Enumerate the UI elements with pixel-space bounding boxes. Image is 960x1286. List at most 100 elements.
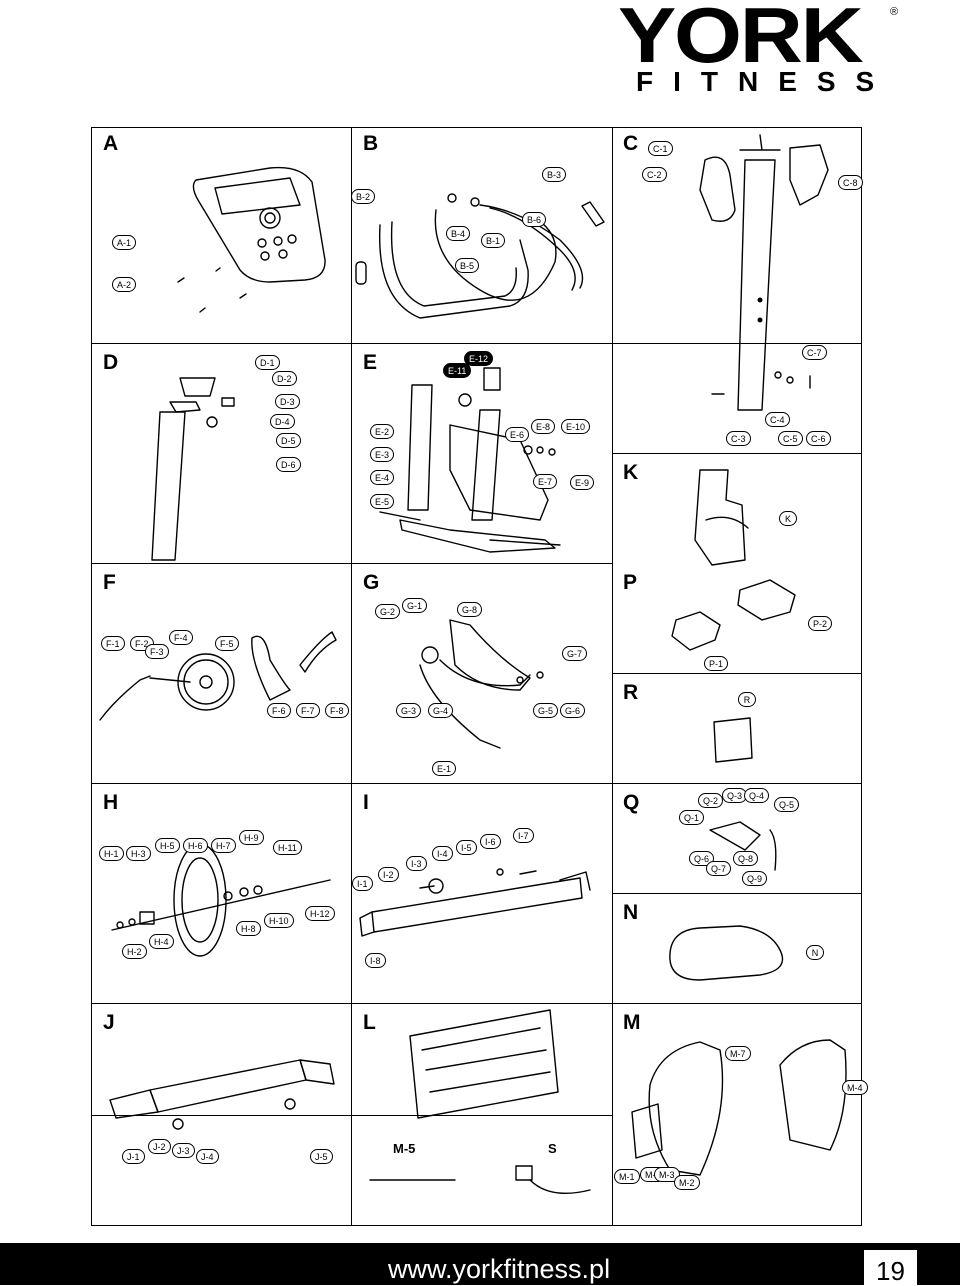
grid-divider	[91, 783, 862, 784]
section-label-d: D	[103, 351, 119, 374]
section-label-c: C	[623, 132, 639, 155]
main-frame-drawing	[379, 367, 561, 553]
grid-divider	[612, 453, 862, 454]
flywheel-drawing	[111, 843, 331, 957]
part-label: Q-2	[698, 793, 724, 808]
logo-fitness-text: FITNESS	[636, 66, 895, 97]
section-label-f: F	[103, 571, 116, 594]
part-label: E-5	[370, 494, 395, 509]
part-label: B-1	[481, 233, 506, 248]
part-label: J-4	[196, 1149, 219, 1164]
part-label: P-1	[704, 656, 729, 671]
part-label: I-8	[365, 953, 386, 968]
part-label: G-1	[402, 598, 428, 613]
part-label: G-7	[562, 646, 588, 661]
part-label: F-1	[101, 636, 125, 651]
part-label: G-3	[396, 703, 422, 718]
part-label: E-3	[370, 447, 395, 462]
section-label-p: P	[623, 571, 638, 594]
part-label: E-7	[533, 474, 558, 489]
part-label: J-2	[148, 1139, 171, 1154]
cable-adapter-drawing	[369, 1165, 591, 1195]
part-label: F-4	[169, 630, 193, 645]
seat-post-drawing	[151, 377, 235, 561]
part-label: E-8	[531, 419, 556, 434]
part-label: H-6	[183, 838, 208, 853]
part-label: I-3	[406, 856, 427, 871]
part-label: Q-9	[742, 871, 768, 886]
seat-drawing	[669, 925, 784, 981]
part-label: I-4	[432, 846, 453, 861]
footer-url[interactable]: www.yorkfitness.pl	[388, 1254, 611, 1284]
part-label: H-1	[99, 846, 124, 861]
section-label-k: K	[623, 461, 639, 484]
part-label: Q-4	[744, 788, 770, 803]
front-stabilizer-drawing	[109, 1059, 335, 1130]
part-label: H-8	[236, 921, 261, 936]
part-label: C-7	[802, 345, 827, 360]
part-label: E-10	[561, 419, 591, 434]
part-label: C-5	[778, 431, 803, 446]
part-label: H-5	[155, 838, 180, 853]
part-label: A-2	[112, 277, 137, 292]
part-label: K	[779, 511, 797, 526]
part-label: B-5	[455, 258, 480, 273]
grid-divider	[91, 343, 862, 344]
part-label: E-12	[464, 351, 494, 366]
part-label: M-7	[725, 1046, 751, 1061]
parts-grid	[91, 127, 862, 1226]
part-label: H-4	[149, 934, 174, 949]
part-label: C-1	[648, 141, 673, 156]
part-label: E-11	[443, 363, 472, 378]
section-label-h: H	[103, 791, 119, 814]
section-label-n: N	[623, 901, 639, 924]
part-label: M-4	[842, 1080, 868, 1095]
shrouds-drawing	[631, 1039, 847, 1176]
grid-divider	[612, 127, 613, 1226]
crank-drawing	[99, 631, 337, 721]
part-label: D-3	[275, 394, 300, 409]
part-label: D-6	[276, 457, 301, 472]
part-label: J-3	[172, 1143, 195, 1158]
part-label: C-8	[838, 175, 863, 190]
section-label-g: G	[363, 571, 380, 594]
part-label: R	[738, 692, 756, 707]
section-label-i: I	[363, 791, 369, 814]
tension-assembly-drawing	[709, 821, 777, 871]
rear-stabilizer-drawing	[359, 868, 591, 937]
part-label: C-3	[726, 431, 751, 446]
page-number-box: 19	[864, 1250, 917, 1285]
part-label: E-2	[370, 424, 395, 439]
section-label-m: M	[623, 1011, 641, 1034]
part-label: B-3	[542, 167, 567, 182]
part-label: M-3	[654, 1167, 680, 1182]
part-label: J-1	[122, 1149, 145, 1164]
part-label: B-4	[446, 226, 471, 241]
part-label: E-6	[505, 427, 530, 442]
part-label: F-8	[325, 703, 349, 718]
part-label: C-6	[806, 431, 831, 446]
section-label-a: A	[103, 132, 119, 155]
part-label: G-5	[533, 703, 559, 718]
roller-drawing	[713, 717, 753, 763]
part-label: C-4	[765, 412, 790, 427]
part-label: H-12	[305, 906, 335, 921]
sticker-drawing	[409, 1009, 559, 1119]
upright-post-drawing	[699, 134, 829, 411]
part-label: Q-5	[774, 797, 800, 812]
part-label: H-2	[122, 944, 147, 959]
part-label: N	[806, 945, 824, 960]
section-label-b: B	[363, 132, 379, 155]
belt-drive-drawing	[419, 619, 544, 749]
part-label: Q-8	[733, 851, 759, 866]
part-label: D-1	[255, 355, 280, 370]
part-label: I-7	[513, 828, 534, 843]
footer-bar	[0, 1243, 960, 1285]
logo-registered-mark: ®	[890, 6, 899, 18]
part-label: H-11	[273, 840, 302, 855]
part-label: G-4	[428, 703, 454, 718]
part-label: J-5	[310, 1149, 333, 1164]
part-label: Q-3	[722, 788, 748, 803]
part-label: M-1	[614, 1169, 640, 1184]
